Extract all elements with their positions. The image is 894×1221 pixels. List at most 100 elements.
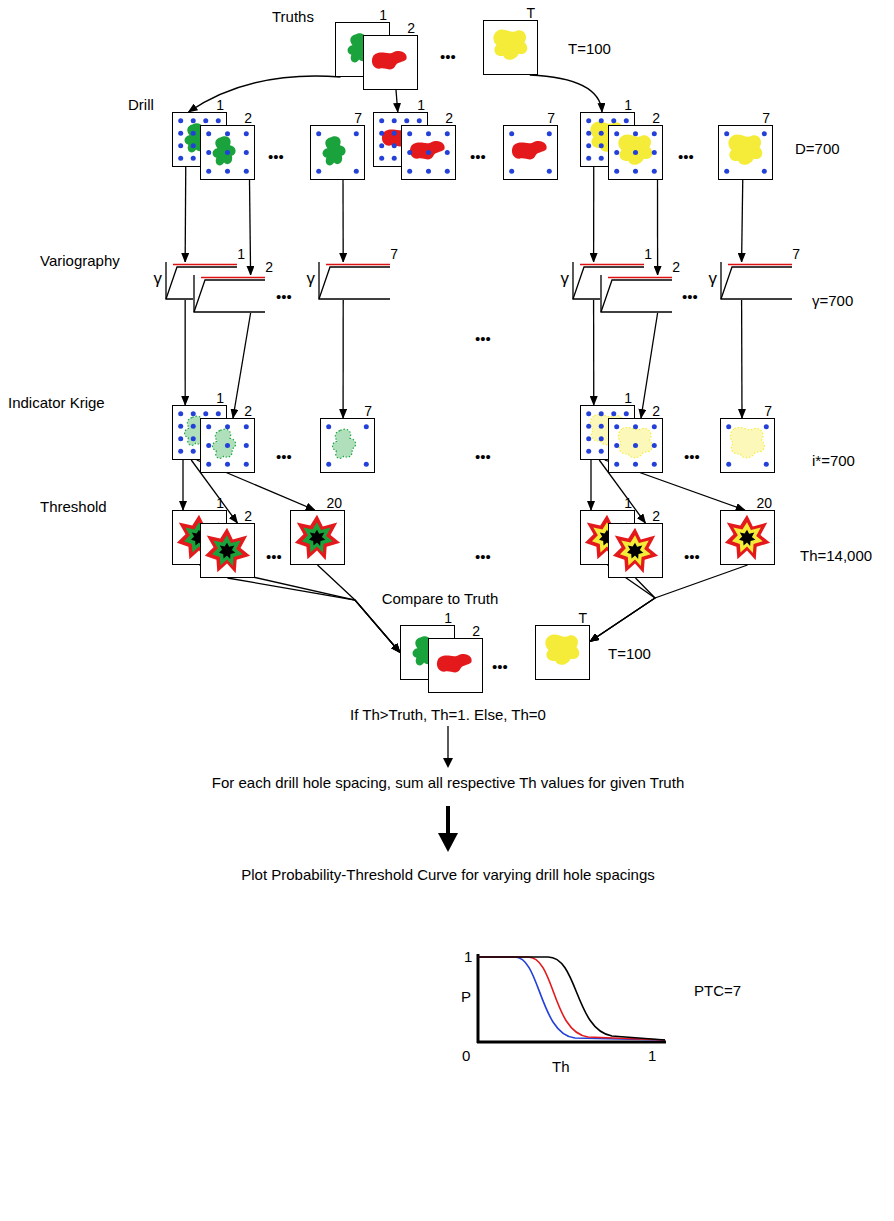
panel-number: 2 (652, 404, 660, 419)
text-label: Th=14,000 (800, 547, 872, 564)
illustration-box: 7 (718, 125, 773, 180)
orebody (545, 635, 579, 665)
drill-hole (216, 118, 221, 123)
drill-hole (764, 424, 769, 429)
drill-hole (244, 150, 249, 155)
drill-hole (426, 131, 431, 136)
drill-hole (392, 156, 397, 161)
text-label: Th (552, 1058, 570, 1075)
drill-hole (633, 169, 638, 174)
drill-hole (191, 411, 196, 416)
drill-hole (364, 462, 369, 467)
probability-curve (478, 957, 665, 1040)
drill-hole (244, 169, 249, 174)
panel-number: 2 (407, 21, 415, 36)
drill-hole (216, 411, 221, 416)
illustration-box: 7 (320, 418, 375, 473)
drill-hole (379, 143, 384, 148)
kriged-estimate (618, 428, 652, 458)
drill-hole (586, 143, 591, 148)
illustration-box: 2 (401, 125, 456, 180)
variogram-sill (326, 264, 390, 266)
orebody (410, 141, 445, 159)
drill-hole (652, 462, 657, 467)
panel-number: 1 (216, 496, 224, 511)
variogram-art (193, 275, 265, 313)
panel-number: 2 (244, 404, 252, 419)
flow-arrow-shaft (446, 806, 450, 836)
threshold-inner (219, 543, 235, 559)
drill-hole (354, 131, 359, 136)
drill-hole (392, 143, 397, 148)
drill-hole (379, 118, 384, 123)
drill-hole (762, 169, 767, 174)
text-label: P (461, 988, 471, 1005)
drill-hole (633, 131, 638, 136)
text-label: ••• (440, 48, 456, 65)
truth-art (364, 36, 417, 89)
panel-number: 2 (472, 624, 480, 639)
drill-hole (586, 411, 591, 416)
panel-number: T (526, 6, 535, 21)
panel-number: 7 (354, 111, 362, 126)
orebody (618, 135, 652, 165)
drill-hole (225, 443, 230, 448)
illustration-box: 20 (720, 510, 775, 565)
illustration-box: T (483, 20, 538, 75)
flow-connector (185, 300, 186, 405)
drill-hole (724, 131, 729, 136)
threshold-outer (295, 515, 340, 560)
drill-hole (379, 131, 384, 136)
threshold-inner (739, 530, 755, 546)
flow-connector (342, 180, 344, 262)
axis-symbol: γ (154, 270, 163, 289)
variogram-axis (194, 275, 265, 312)
drill-hole (509, 169, 514, 174)
drill-hole (599, 118, 604, 123)
drill-hole (445, 131, 450, 136)
illustration-box: 7 (720, 418, 775, 473)
kriged-estimate (213, 429, 236, 458)
threshold-outer (725, 515, 770, 560)
drill-hole (547, 131, 552, 136)
variogram-plot: 2 (193, 275, 265, 313)
thr-art (201, 524, 254, 577)
orebody (512, 141, 547, 159)
text-label: T=100 (568, 40, 611, 57)
text-label: 0 (462, 1047, 470, 1064)
drill-hole (191, 143, 196, 148)
drill-hole (764, 462, 769, 467)
variogram-plot: γ7 (720, 262, 792, 300)
drill-hole (354, 169, 359, 174)
text-label: ••• (268, 148, 284, 165)
chart-axis (477, 1041, 666, 1044)
drill-hole (392, 118, 397, 123)
panel-number: 2 (244, 509, 252, 524)
drill-hole (404, 118, 409, 123)
text-label: ••• (475, 548, 491, 565)
drill-hole (586, 156, 591, 161)
flow-connector (641, 313, 658, 418)
drill-hole (225, 424, 230, 429)
drill-hole (426, 169, 431, 174)
drill-hole (726, 462, 731, 467)
drill-hole (191, 156, 196, 161)
text-label: γ=700 (812, 292, 853, 309)
drill-hole (633, 424, 638, 429)
drill-hole (178, 118, 183, 123)
text-label: ••• (684, 448, 700, 465)
illustration-box: 7 (310, 125, 365, 180)
drill-hole (614, 131, 619, 136)
panel-number: 7 (547, 111, 555, 126)
axis-symbol: γ (709, 270, 718, 289)
drill-hole (178, 449, 183, 454)
illustration-box: 2 (200, 418, 255, 473)
flow-connector (657, 180, 658, 275)
threshold-middle (212, 535, 243, 566)
drill-hole (586, 436, 591, 441)
flow-arrow-shaft (447, 726, 448, 760)
panel-number: 1 (216, 98, 224, 113)
flow-connector (590, 578, 655, 642)
drill-hole (586, 131, 591, 136)
illustration-box: 2 (363, 35, 418, 90)
